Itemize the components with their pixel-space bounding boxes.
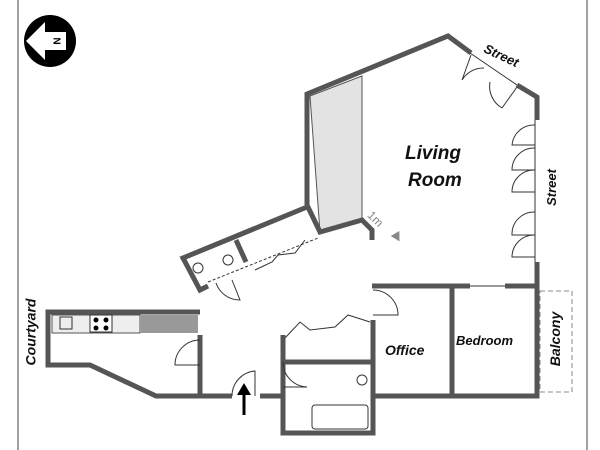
living-room-wall-corner <box>515 82 540 120</box>
window-top <box>469 52 518 86</box>
french-doors <box>461 54 536 258</box>
east-wall <box>375 262 540 399</box>
living-room-label: Living <box>405 143 461 164</box>
entrance-arrow-icon <box>237 383 251 415</box>
scale-arrow-icon <box>390 231 400 242</box>
living-room-label-2: Room <box>408 170 462 191</box>
kitchen-sink-icon <box>59 316 73 330</box>
living-room-wall-bottom <box>304 203 375 240</box>
balcony-outline <box>539 290 573 393</box>
stove-icon <box>89 314 113 333</box>
svg-text:N: N <box>53 37 64 44</box>
wc-partition <box>233 238 249 264</box>
bathroom-door <box>282 361 308 388</box>
bathroom-walls <box>280 320 376 436</box>
street-right-label: Street <box>543 169 559 206</box>
balcony-label: Balcony <box>547 311 564 367</box>
office-label: Office <box>385 342 425 358</box>
wc-door <box>215 279 241 301</box>
bedroom-label: Bedroom <box>456 333 514 348</box>
wc-sink-icon <box>192 262 204 274</box>
wc-wall <box>179 204 308 294</box>
entrance-wall-left <box>197 335 232 399</box>
compass-icon: N <box>24 15 76 67</box>
courtyard-label: Courtyard <box>22 298 39 366</box>
closet-doors-2 <box>284 314 371 339</box>
kitchen-walls <box>45 309 200 399</box>
bathroom-sink-icon <box>356 374 368 386</box>
toilet-icon <box>222 254 234 266</box>
kitchen-counter-dark <box>140 315 198 333</box>
bathtub-icon <box>311 404 369 430</box>
closet-doors <box>254 239 306 271</box>
office-door <box>372 289 399 316</box>
living-room-wall-top <box>304 33 473 205</box>
kitchen-door <box>174 339 201 366</box>
entrance-door <box>231 370 256 397</box>
shaded-area <box>309 75 363 233</box>
